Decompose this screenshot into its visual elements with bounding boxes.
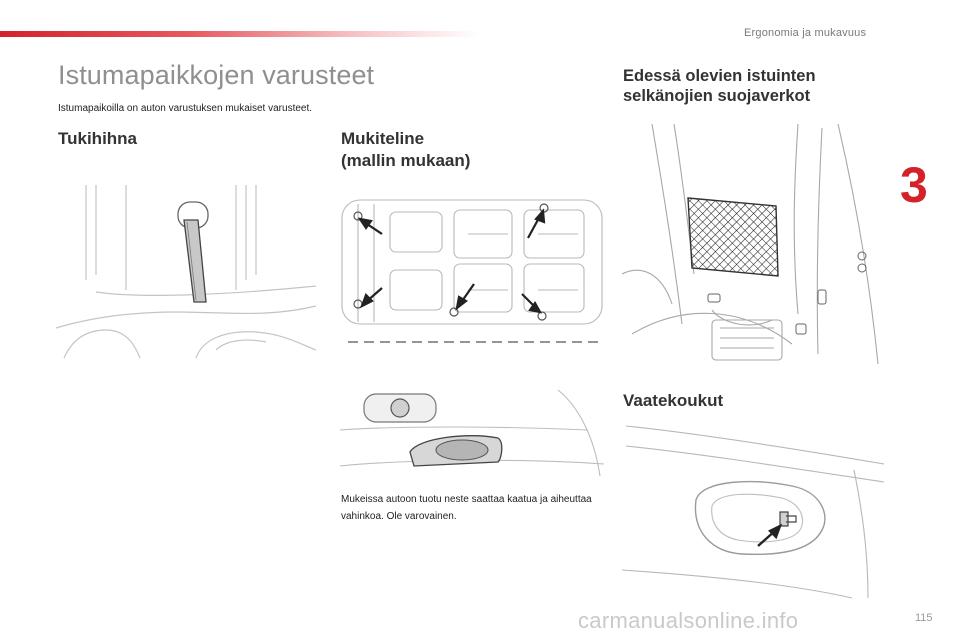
grab-strap-illustration [56, 185, 317, 359]
coat-hook-illustration [622, 425, 885, 599]
heading-vaatekoukut: Vaatekoukut [623, 391, 724, 410]
cup-holder-illustration [339, 389, 604, 477]
section-header: Ergonomia ja mukavuus [744, 27, 867, 39]
heading-mukiteline: Mukiteline (mallin mukaan) [341, 128, 571, 172]
page-number: 115 [915, 612, 933, 624]
dashed-separator [348, 341, 598, 343]
heading-suojaverkot-line2: selkänojien suojaverkot [623, 87, 811, 105]
intro-text: Istumapaikoilla on auton varustuksen muk… [58, 103, 313, 114]
seat-net-illustration [622, 124, 879, 365]
heading-mukiteline-line2: (mallin mukaan) [341, 151, 471, 170]
cup-holder-note: Mukeissa autoon tuotu neste saattaa kaat… [341, 494, 592, 522]
heading-tukihihna: Tukihihna [58, 129, 138, 148]
cabin-top-view-illustration [341, 199, 603, 325]
page-title: Istumapaikkojen varusteet [58, 60, 375, 90]
header-accent-bar [0, 31, 480, 37]
heading-mukiteline-line1: Mukiteline [341, 129, 425, 148]
chapter-number: 3 [900, 157, 928, 213]
heading-suojaverkot-line1: Edessä olevien istuinten [623, 67, 816, 85]
heading-suojaverkot: Edessä olevien istuinten selkänojien suo… [623, 66, 883, 106]
watermark: carmanualsonline.info [578, 608, 799, 633]
